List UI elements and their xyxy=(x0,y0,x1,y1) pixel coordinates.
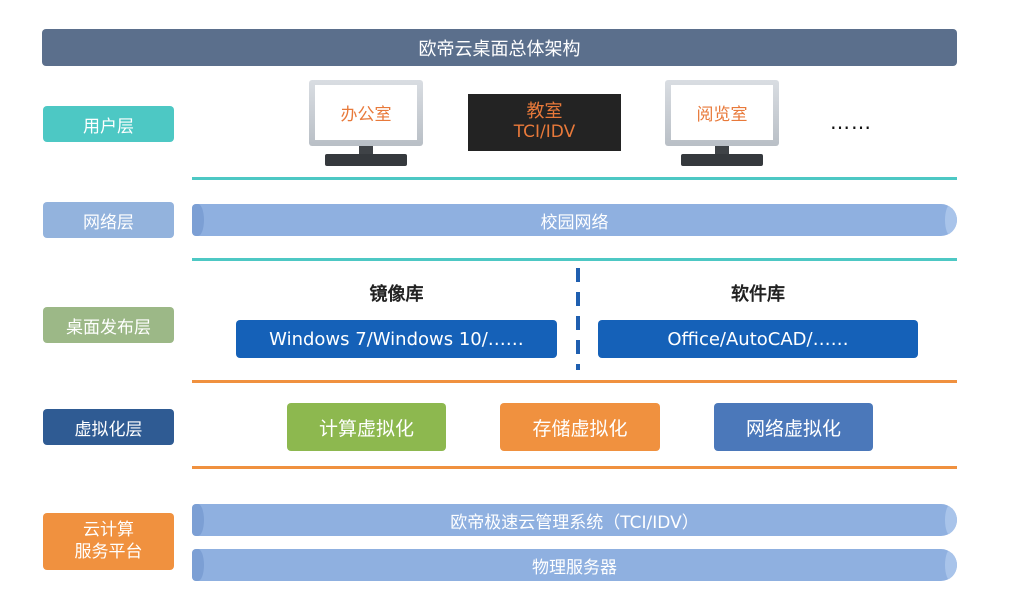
software-library-title: 软件库 xyxy=(731,284,785,305)
architecture-title: 欧帝云桌面总体架构 xyxy=(42,29,957,66)
classroom-tech-label: TCI/IDV xyxy=(513,122,576,143)
monitor-office-label: 办公室 xyxy=(315,85,417,140)
monitor-neck xyxy=(359,146,373,154)
monitor-stand xyxy=(681,154,763,166)
layer-label-user: 用户层 xyxy=(43,106,174,142)
layer-label-network: 网络层 xyxy=(43,202,174,238)
campus-network-pipe: 校园网络 xyxy=(192,204,957,236)
layer-label-cloud-platform: 云计算 服务平台 xyxy=(43,513,174,570)
image-library-box: Windows 7/Windows 10/…… xyxy=(236,320,557,358)
layer-label-virtualization: 虚拟化层 xyxy=(43,409,174,445)
separator-publish-virtualization xyxy=(192,380,957,383)
separator-virtualization-cloud xyxy=(192,466,957,469)
classroom-display: 教室 TCI/IDV xyxy=(468,94,621,151)
cloud-label-line1: 云计算 xyxy=(83,520,134,541)
management-system-label: 欧帝极速云管理系统（TCI/IDV） xyxy=(450,512,699,533)
compute-virtualization: 计算虚拟化 xyxy=(287,403,446,451)
storage-virtualization: 存储虚拟化 xyxy=(500,403,660,451)
monitor-office: 办公室 xyxy=(309,80,423,166)
monitor-stand xyxy=(325,154,407,166)
monitor-neck xyxy=(715,146,729,154)
software-library-box: Office/AutoCAD/…… xyxy=(598,320,918,358)
physical-servers-pipe: 物理服务器 xyxy=(192,549,957,581)
cloud-label-line2: 服务平台 xyxy=(74,541,143,562)
management-system-pipe: 欧帝极速云管理系统（TCI/IDV） xyxy=(192,504,957,536)
separator-user-network xyxy=(192,177,957,180)
physical-servers-label: 物理服务器 xyxy=(532,557,617,578)
network-virtualization: 网络虚拟化 xyxy=(714,403,873,451)
layer-label-desktop-publish: 桌面发布层 xyxy=(43,307,174,343)
image-library-title: 镜像库 xyxy=(369,284,424,305)
classroom-label: 教室 xyxy=(526,101,563,123)
monitor-reading-room-label: 阅览室 xyxy=(671,85,773,140)
separator-network-publish xyxy=(192,258,957,261)
library-divider xyxy=(576,268,580,370)
more-terminals-ellipsis: …… xyxy=(830,110,872,134)
monitor-reading-room: 阅览室 xyxy=(665,80,779,166)
campus-network-label: 校园网络 xyxy=(540,212,609,233)
